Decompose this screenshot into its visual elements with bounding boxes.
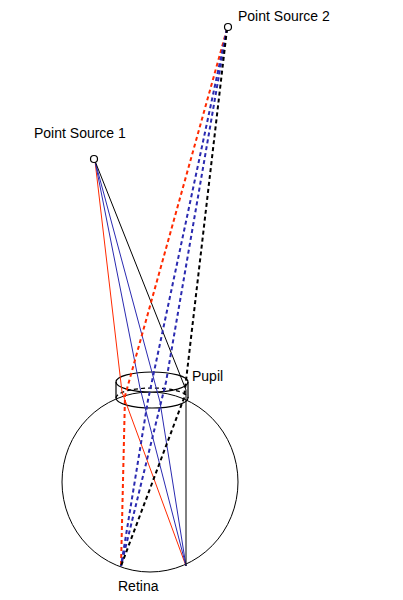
part-label: Point Source 2 xyxy=(238,8,330,25)
eyeball-outline xyxy=(62,392,238,572)
point-source xyxy=(91,156,98,163)
point-source xyxy=(225,24,232,31)
light-ray xyxy=(95,161,186,566)
light-ray xyxy=(95,161,186,566)
light-ray xyxy=(95,161,186,566)
part-label: Retina xyxy=(118,578,158,595)
light-ray xyxy=(121,29,227,566)
part-label: Point Source 1 xyxy=(34,125,126,142)
part-label: Pupil xyxy=(192,368,223,385)
light-ray xyxy=(121,29,227,566)
light-ray xyxy=(121,29,227,566)
light-ray xyxy=(95,161,186,566)
light-ray xyxy=(121,29,227,566)
pupil-ellipse-front xyxy=(116,398,188,408)
